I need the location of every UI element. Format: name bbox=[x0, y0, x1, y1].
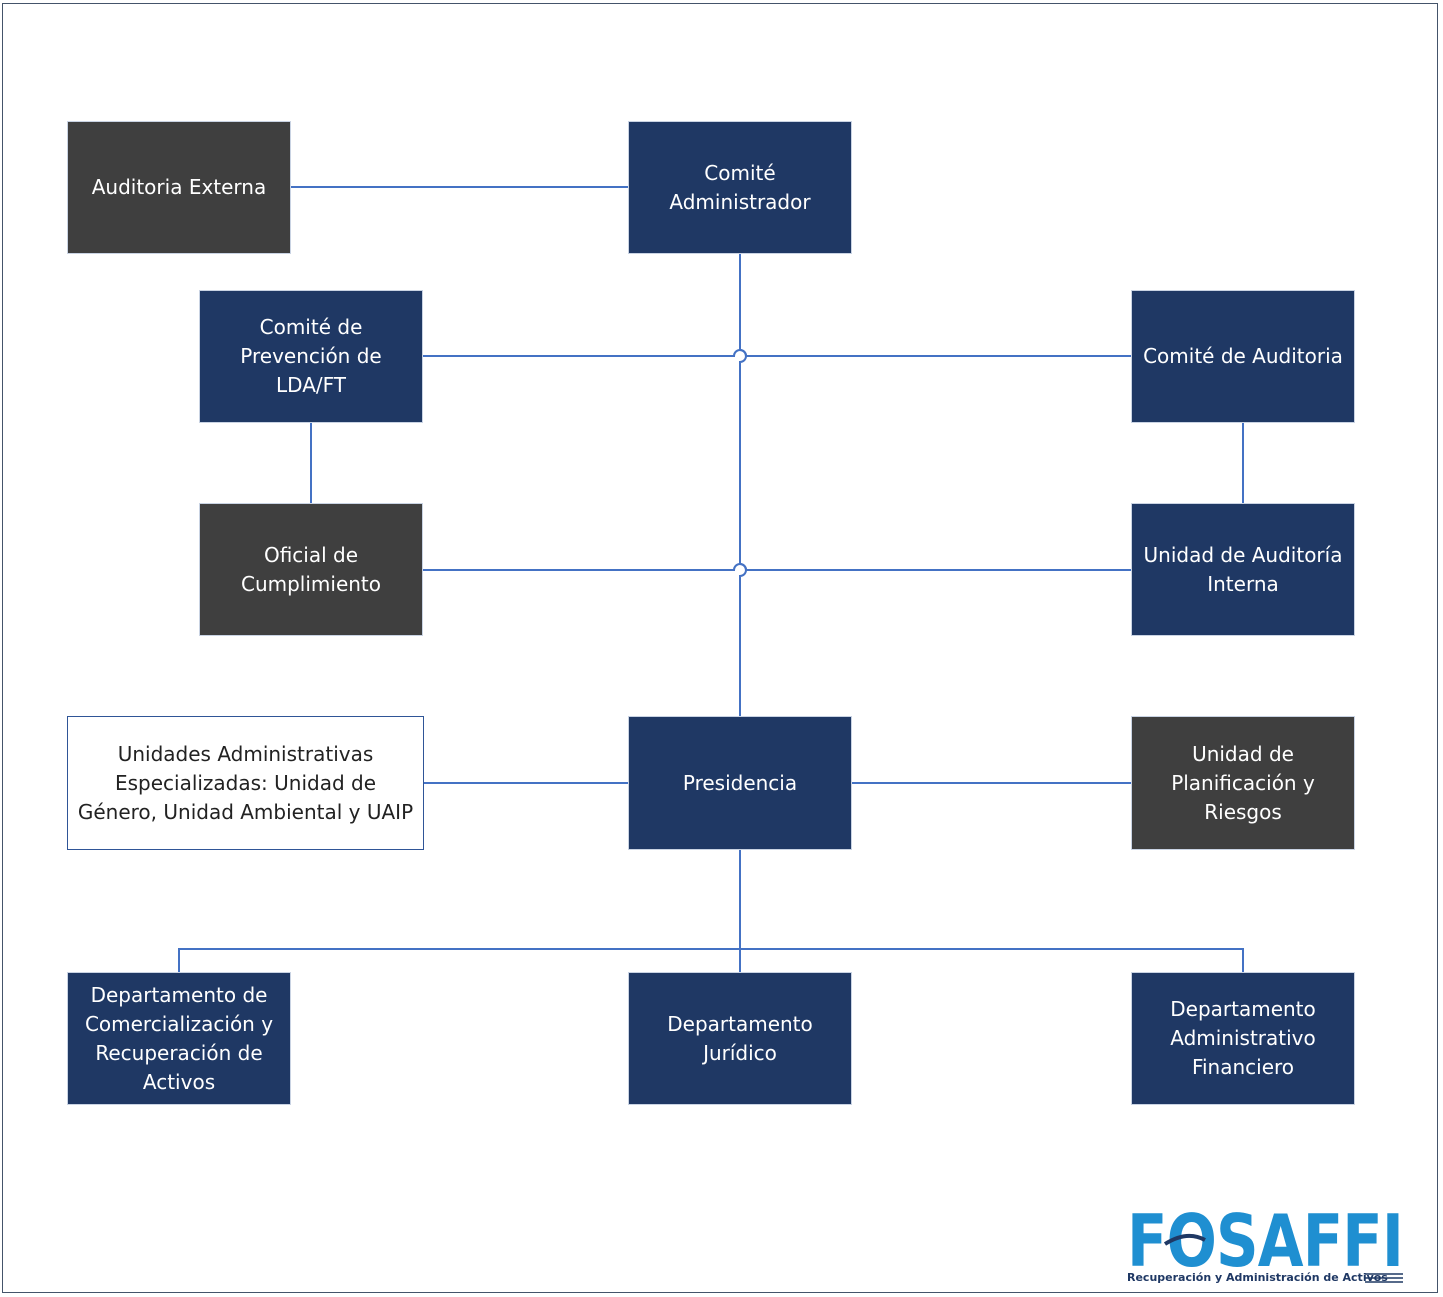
node-comite-administrador: Comité Administrador bbox=[628, 121, 852, 254]
node-unidad-auditoria-interna: Unidad de Auditoría Interna bbox=[1131, 503, 1355, 636]
node-unidades-administrativas: Unidades Administrativas Especializadas:… bbox=[67, 716, 424, 850]
logo-swoosh-icon bbox=[1163, 1233, 1206, 1246]
node-unidad-planificacion: Unidad de Planificación y Riesgos bbox=[1131, 716, 1355, 850]
node-label: Auditoria Externa bbox=[91, 175, 267, 199]
node-label: Unidades Administrativas Especializadas:… bbox=[77, 741, 414, 824]
fosaffi-logo: FOSAFFI Recuperación y Administración de… bbox=[1127, 1206, 1404, 1284]
node-label: Departamento de Comercialización y Recup… bbox=[84, 982, 274, 1094]
node-label: Unidad de Planificación y Riesgos bbox=[1171, 741, 1315, 824]
node-label: Departamento Administrativo Financiero bbox=[1170, 997, 1316, 1079]
node-comite-prevencion: Comité de Prevención de LDA/FT bbox=[199, 290, 423, 423]
node-label: Unidad de Auditoría Interna bbox=[1143, 542, 1343, 596]
connector-oficial-auditoria-interna bbox=[423, 563, 1131, 571]
node-oficial-cumplimiento: Oficial de Cumplimiento bbox=[199, 503, 423, 636]
node-depto-juridico: Departamento Jurídico bbox=[628, 972, 852, 1105]
logo-tagline: Recuperación y Administración de Activos bbox=[1127, 1271, 1388, 1284]
node-depto-comercializacion: Departamento de Comercialización y Recup… bbox=[67, 972, 291, 1105]
node-auditoria-externa: Auditoria Externa bbox=[67, 121, 291, 254]
node-label: Comité Administrador bbox=[669, 160, 811, 214]
connector-prevencion-auditoria bbox=[423, 349, 1131, 357]
diagram-frame bbox=[2, 3, 1438, 1293]
node-label: Comité de Auditoria bbox=[1143, 344, 1343, 368]
node-presidencia: Presidencia bbox=[628, 716, 852, 850]
node-label: Comité de Prevención de LDA/FT bbox=[240, 315, 382, 397]
node-comite-auditoria: Comité de Auditoria bbox=[1131, 290, 1355, 423]
connector-departments-bar bbox=[178, 948, 1244, 972]
node-label: Oficial de Cumplimiento bbox=[240, 542, 382, 596]
node-label: Presidencia bbox=[682, 770, 798, 795]
node-depto-administrativo: Departamento Administrativo Financiero bbox=[1131, 972, 1355, 1105]
logo-wordmark: FOSAFFI bbox=[1127, 1206, 1403, 1283]
connector-spine bbox=[739, 254, 747, 716]
node-label: Departamento Jurídico bbox=[667, 1011, 813, 1065]
